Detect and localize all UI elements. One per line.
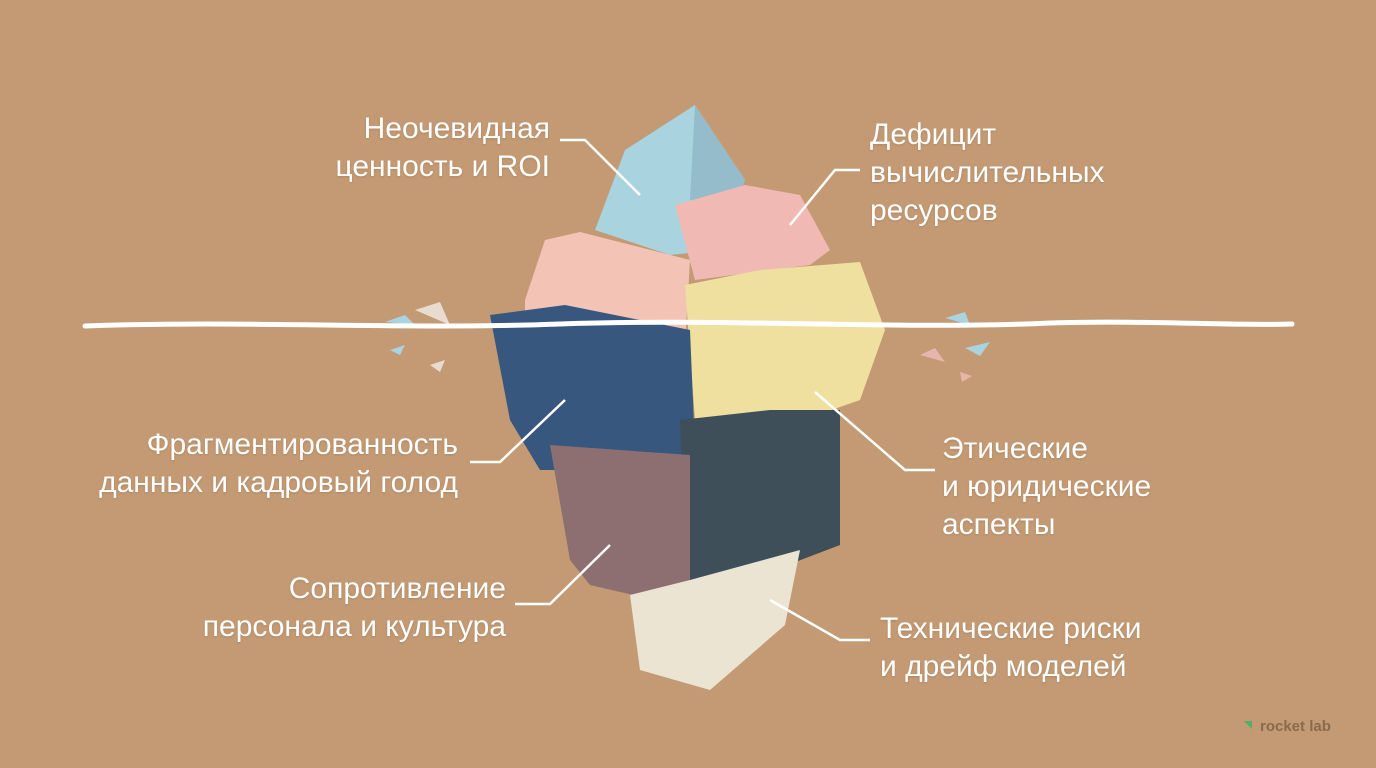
label-line: Технические риски [880,612,1142,645]
label-line: персонала и культура [202,610,506,643]
label-line: Неочевидная [363,112,550,145]
label-line: и дрейф моделей [880,650,1127,683]
label-compute: Дефицит вычислительных ресурсов [870,116,1105,230]
block-dark-blue [490,305,695,470]
waterline [82,319,1295,329]
block-cream [630,550,800,690]
block-mauve [550,445,690,600]
label-line: и юридические [942,470,1152,503]
label-line: Фрагментированность [146,428,458,461]
label-line: вычислительных [870,156,1105,189]
block-pink-top [675,185,830,280]
block-yellow [685,262,885,435]
label-tech: Технические риски и дрейф моделей [880,610,1142,686]
label-line: ценность и ROI [335,150,550,183]
logo-text: rocket lab [1260,718,1331,735]
ice-fragments [385,302,990,382]
label-line: данных и кадровый голод [99,466,458,499]
logo: rocket lab [1238,718,1331,735]
block-slate [680,410,840,585]
label-resistance: Сопротивление персонала и культура [100,570,506,646]
label-line: ресурсов [870,194,998,227]
rocket-arrow-icon [1240,720,1252,733]
iceberg [490,105,885,690]
label-line: Этические [942,432,1088,465]
label-roi: Неочевидная ценность и ROI [250,110,550,186]
leader-lines [470,138,935,642]
label-line: Дефицит [870,118,997,151]
label-ethics: Этические и юридические аспекты [942,430,1151,544]
label-data: Фрагментированность данных и кадровый го… [20,426,458,502]
label-line: Сопротивление [288,572,506,605]
label-line: аспекты [942,508,1056,541]
